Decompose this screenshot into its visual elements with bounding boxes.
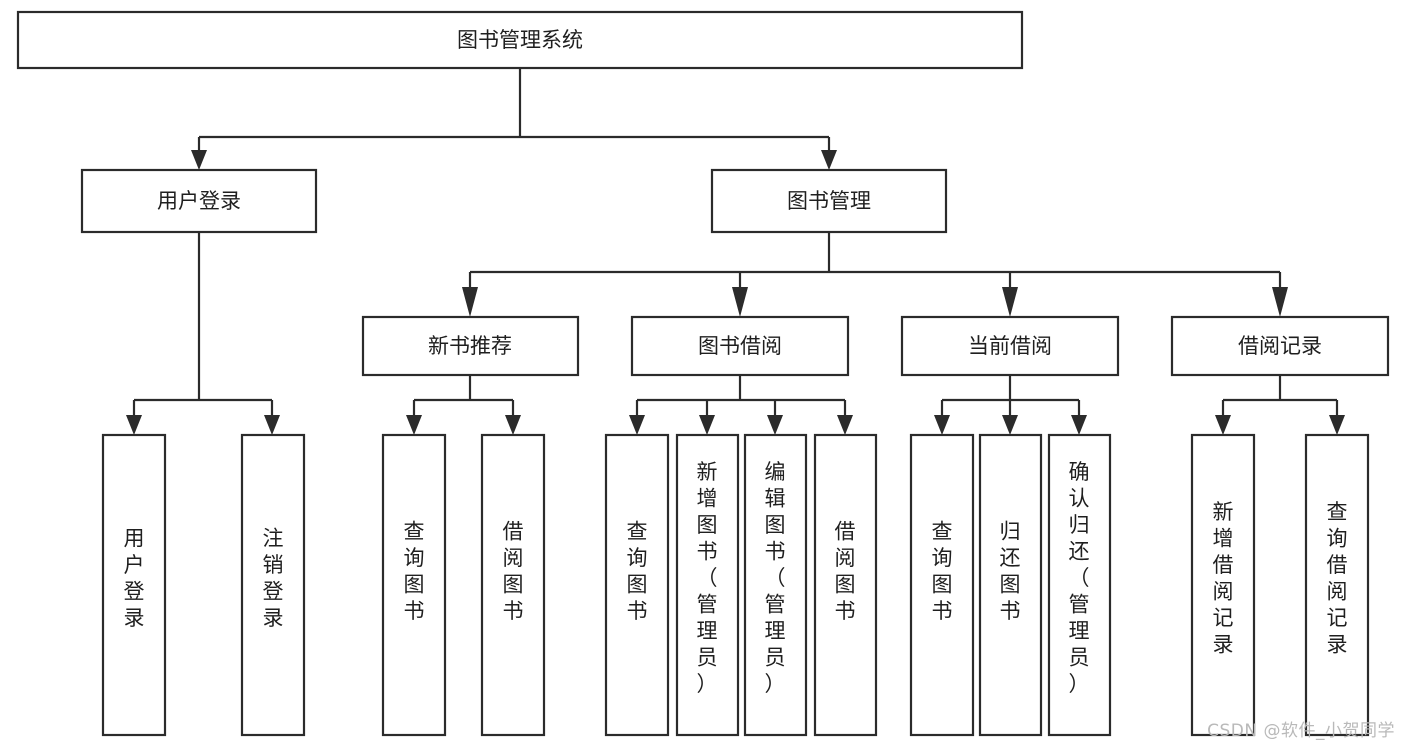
node-book-manage[interactable]: 图书管理 xyxy=(710,168,948,234)
arrow-head-icon xyxy=(1272,287,1288,317)
arrow-head-icon xyxy=(1071,415,1087,435)
node-leaf-query-book-3[interactable]: 查询图书 xyxy=(909,433,975,737)
node-root-label: 图书管理系统 xyxy=(457,28,583,52)
node-leaf-user-login-label: 用户登录 xyxy=(124,526,145,630)
node-leaf-user-logout-box[interactable] xyxy=(240,433,306,737)
node-new-book-recommend[interactable]: 新书推荐 xyxy=(361,315,580,377)
node-user-login-box[interactable] xyxy=(80,168,318,234)
arrow-head-icon xyxy=(629,415,645,435)
node-root-box[interactable] xyxy=(16,10,1024,70)
node-leaf-query-book-1-label: 查询图书 xyxy=(404,519,425,623)
arrow-head-icon xyxy=(126,415,142,435)
arrow-head-icon xyxy=(1002,415,1018,435)
node-new-book-recommend-box[interactable] xyxy=(361,315,580,377)
arrow-head-icon xyxy=(821,150,837,170)
arrow-head-icon xyxy=(505,415,521,435)
arrow-head-icon xyxy=(1329,415,1345,435)
node-leaf-borrow-book-1-label: 借阅图书 xyxy=(503,519,524,623)
node-leaf-user-login[interactable]: 用户登录 xyxy=(101,433,167,737)
node-leaf-query-book-3-label: 查询图书 xyxy=(932,519,953,623)
node-user-login-label: 用户登录 xyxy=(157,189,241,213)
connector-layer xyxy=(126,68,1345,435)
arrow-head-icon xyxy=(699,415,715,435)
node-leaf-query-book-2-box[interactable] xyxy=(604,433,670,737)
node-leaf-add-book-box[interactable] xyxy=(675,433,740,737)
node-user-login[interactable]: 用户登录 xyxy=(80,168,318,234)
node-leaf-add-book[interactable]: 新增图书（管理员） xyxy=(675,433,740,737)
node-leaf-query-book-1[interactable]: 查询图书 xyxy=(381,433,447,737)
arrow-head-icon xyxy=(462,287,478,317)
node-book-borrow-box[interactable] xyxy=(630,315,850,377)
node-leaf-edit-book-label: 编辑图书（管理员） xyxy=(765,460,786,696)
node-borrow-record-label: 借阅记录 xyxy=(1238,334,1322,358)
node-leaf-add-record-box[interactable] xyxy=(1190,433,1256,737)
node-borrow-record-box[interactable] xyxy=(1170,315,1390,377)
node-leaf-return-book-box[interactable] xyxy=(978,433,1043,737)
node-new-book-recommend-label: 新书推荐 xyxy=(428,334,512,358)
node-leaf-borrow-book-1-box[interactable] xyxy=(480,433,546,737)
arrow-head-icon xyxy=(767,415,783,435)
node-leaf-confirm-return[interactable]: 确认归还（管理员） xyxy=(1047,433,1112,737)
node-root[interactable]: 图书管理系统 xyxy=(16,10,1024,70)
node-leaf-query-book-2[interactable]: 查询图书 xyxy=(604,433,670,737)
node-leaf-add-record[interactable]: 新增借阅记录 xyxy=(1190,433,1256,737)
node-book-borrow[interactable]: 图书借阅 xyxy=(630,315,850,377)
arrow-head-icon xyxy=(264,415,280,435)
node-leaf-borrow-book-2-label: 借阅图书 xyxy=(835,519,856,623)
node-current-borrow-label: 当前借阅 xyxy=(968,334,1052,358)
arrow-head-icon xyxy=(1002,287,1018,317)
node-leaf-confirm-return-label: 确认归还（管理员） xyxy=(1069,460,1090,696)
node-leaf-return-book-label: 归还图书 xyxy=(1000,519,1021,623)
node-leaf-edit-book-box[interactable] xyxy=(743,433,808,737)
node-leaf-borrow-book-2[interactable]: 借阅图书 xyxy=(813,433,878,737)
arrow-head-icon xyxy=(1215,415,1231,435)
node-leaf-query-book-2-label: 查询图书 xyxy=(627,519,648,623)
node-leaf-query-record[interactable]: 查询借阅记录 xyxy=(1304,433,1370,737)
node-leaf-user-logout[interactable]: 注销登录 xyxy=(240,433,306,737)
node-leaf-user-login-box[interactable] xyxy=(101,433,167,737)
node-leaf-query-record-label: 查询借阅记录 xyxy=(1327,500,1348,657)
arrow-head-icon xyxy=(732,287,748,317)
node-leaf-add-record-label: 新增借阅记录 xyxy=(1213,500,1234,657)
node-book-manage-label: 图书管理 xyxy=(787,189,871,213)
node-leaf-query-record-box[interactable] xyxy=(1304,433,1370,737)
arrow-head-icon xyxy=(406,415,422,435)
node-current-borrow[interactable]: 当前借阅 xyxy=(900,315,1120,377)
node-leaf-return-book[interactable]: 归还图书 xyxy=(978,433,1043,737)
node-leaf-query-book-1-box[interactable] xyxy=(381,433,447,737)
node-borrow-record[interactable]: 借阅记录 xyxy=(1170,315,1390,377)
node-leaf-query-book-3-box[interactable] xyxy=(909,433,975,737)
node-leaf-borrow-book-1[interactable]: 借阅图书 xyxy=(480,433,546,737)
node-leaf-confirm-return-box[interactable] xyxy=(1047,433,1112,737)
arrow-head-icon xyxy=(837,415,853,435)
arrow-head-icon xyxy=(191,150,207,170)
node-book-manage-box[interactable] xyxy=(710,168,948,234)
arrow-head-icon xyxy=(934,415,950,435)
node-leaf-edit-book[interactable]: 编辑图书（管理员） xyxy=(743,433,808,737)
node-current-borrow-box[interactable] xyxy=(900,315,1120,377)
node-leaf-add-book-label: 新增图书（管理员） xyxy=(697,460,718,696)
node-leaf-borrow-book-2-box[interactable] xyxy=(813,433,878,737)
node-leaf-user-logout-label: 注销登录 xyxy=(263,526,284,630)
node-book-borrow-label: 图书借阅 xyxy=(698,334,782,358)
